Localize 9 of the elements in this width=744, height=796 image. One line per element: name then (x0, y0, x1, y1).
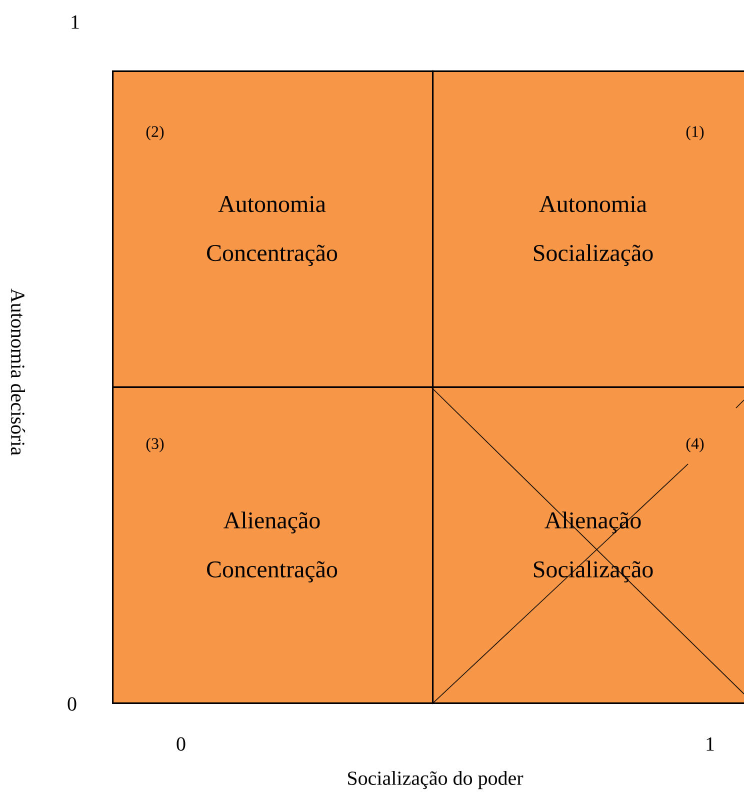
axis-title: Socialização do poder (348, 770, 524, 790)
quadrant-box: (2) Autonomia Concentração (112, 70, 434, 388)
quadrant-box: (1) Autonomia Socialização (432, 70, 744, 388)
axis-tick: 0 (176, 737, 186, 751)
axis-tick: 0 (68, 697, 76, 711)
quadrant-box: (3) Alienação Concentração (112, 386, 434, 704)
axis-title: Autonomia decisória (10, 288, 26, 456)
axis-tick: 1 (72, 15, 79, 29)
axis-tick: 1 (706, 737, 714, 751)
